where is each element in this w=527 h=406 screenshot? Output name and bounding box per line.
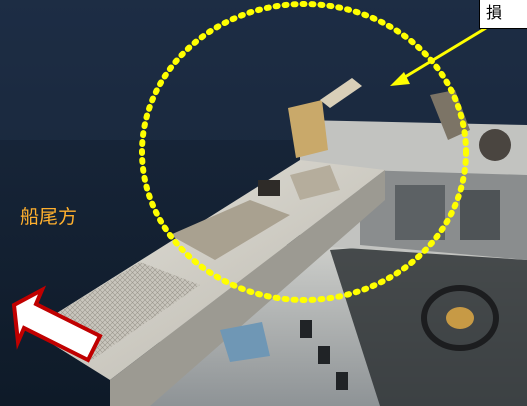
deck-hatch — [300, 320, 312, 338]
deck-hatch — [336, 372, 348, 390]
deck-equipment — [479, 129, 511, 161]
debris-chunk — [290, 165, 340, 200]
twisted-metal — [430, 90, 470, 140]
beam-underside — [110, 170, 385, 406]
callout-label: 損 — [486, 3, 503, 22]
callout-arrow-line — [399, 26, 487, 82]
damage-area-ellipse — [139, 1, 469, 303]
stern-direction-label: 船尾方 — [20, 206, 78, 228]
stern-direction-arrow — [11, 285, 103, 363]
blue-paint-patch — [220, 322, 270, 362]
superstructure-window — [460, 190, 500, 240]
round-equipment-center — [446, 307, 474, 329]
broken-plank — [320, 78, 362, 108]
superstructure-window — [395, 185, 445, 240]
dark-fitting — [258, 180, 280, 196]
deck-dark-area — [330, 235, 527, 406]
crushed-debris — [170, 200, 290, 260]
round-equipment — [421, 285, 499, 351]
callout-arrowhead — [390, 72, 410, 86]
broken-post — [288, 100, 328, 158]
deck-hatch — [318, 346, 330, 364]
callout-box: 損 — [479, 0, 527, 29]
